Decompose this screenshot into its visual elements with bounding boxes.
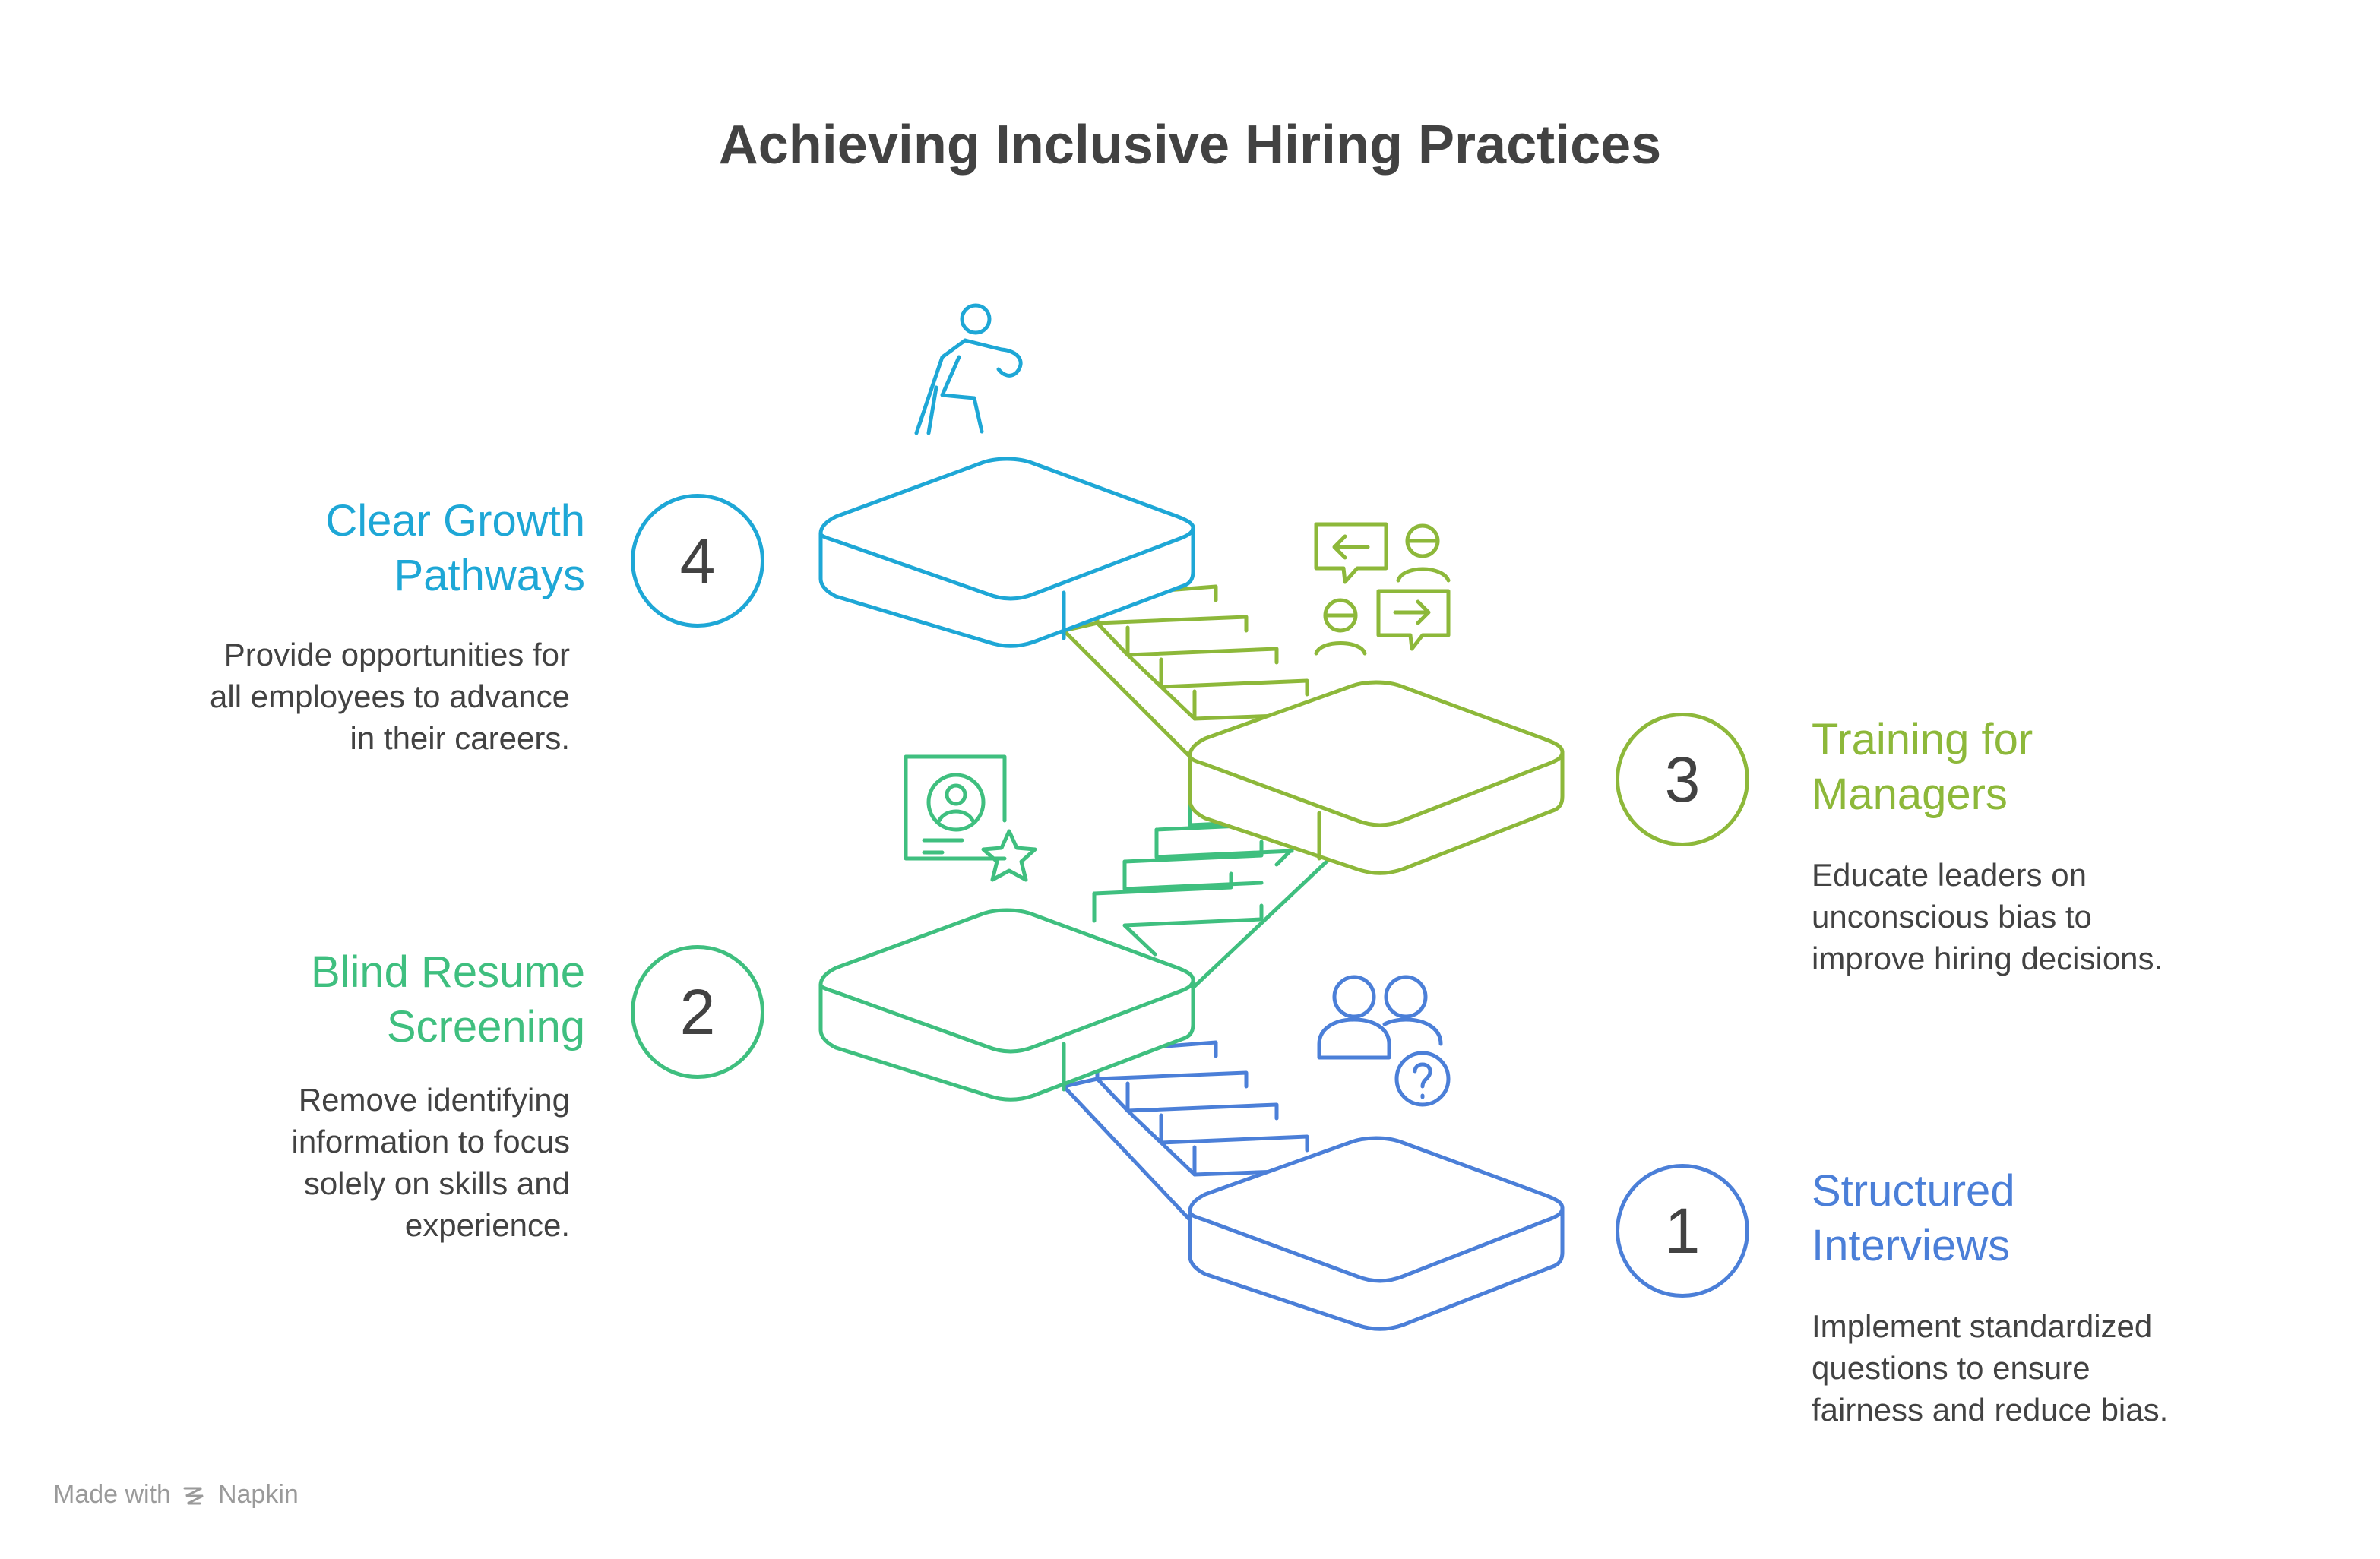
step-1-title: Structured Interviews (1812, 1166, 2015, 1270)
step-3-title: Training for Managers (1812, 715, 2033, 819)
climbing-person-icon (914, 303, 1023, 435)
platform-2 (818, 908, 1195, 1102)
conversation-icon (1314, 522, 1451, 656)
platform-4 (818, 457, 1195, 648)
step-4-title: Clear Growth Pathways (325, 496, 585, 600)
footer-made-with: Made with (53, 1480, 171, 1509)
step-1-number: 1 (1616, 1164, 1749, 1298)
napkin-logo-icon (183, 1487, 204, 1504)
resume-star-icon (904, 754, 1037, 882)
step-2-number: 2 (631, 945, 764, 1079)
people-question-icon (1317, 975, 1451, 1107)
footer-branding: Made with Napkin (53, 1480, 299, 1510)
step-4-description: Provide opportunities for all employees … (210, 637, 570, 756)
footer-brand: Napkin (217, 1480, 299, 1509)
platform-3 (1188, 680, 1565, 875)
step-3-number: 3 (1616, 713, 1749, 846)
step-2-title: Blind Resume Screening (310, 947, 585, 1051)
step-1-description: Implement standardized questions to ensu… (1812, 1308, 2169, 1428)
step-4-number: 4 (631, 494, 764, 628)
platform-1 (1188, 1136, 1565, 1331)
step-3-description: Educate leaders on unconscious bias to i… (1812, 857, 2163, 976)
page-title: Achieving Inclusive Hiring Practices (718, 115, 1662, 176)
step-2-description: Remove identifying information to focus … (291, 1082, 570, 1243)
